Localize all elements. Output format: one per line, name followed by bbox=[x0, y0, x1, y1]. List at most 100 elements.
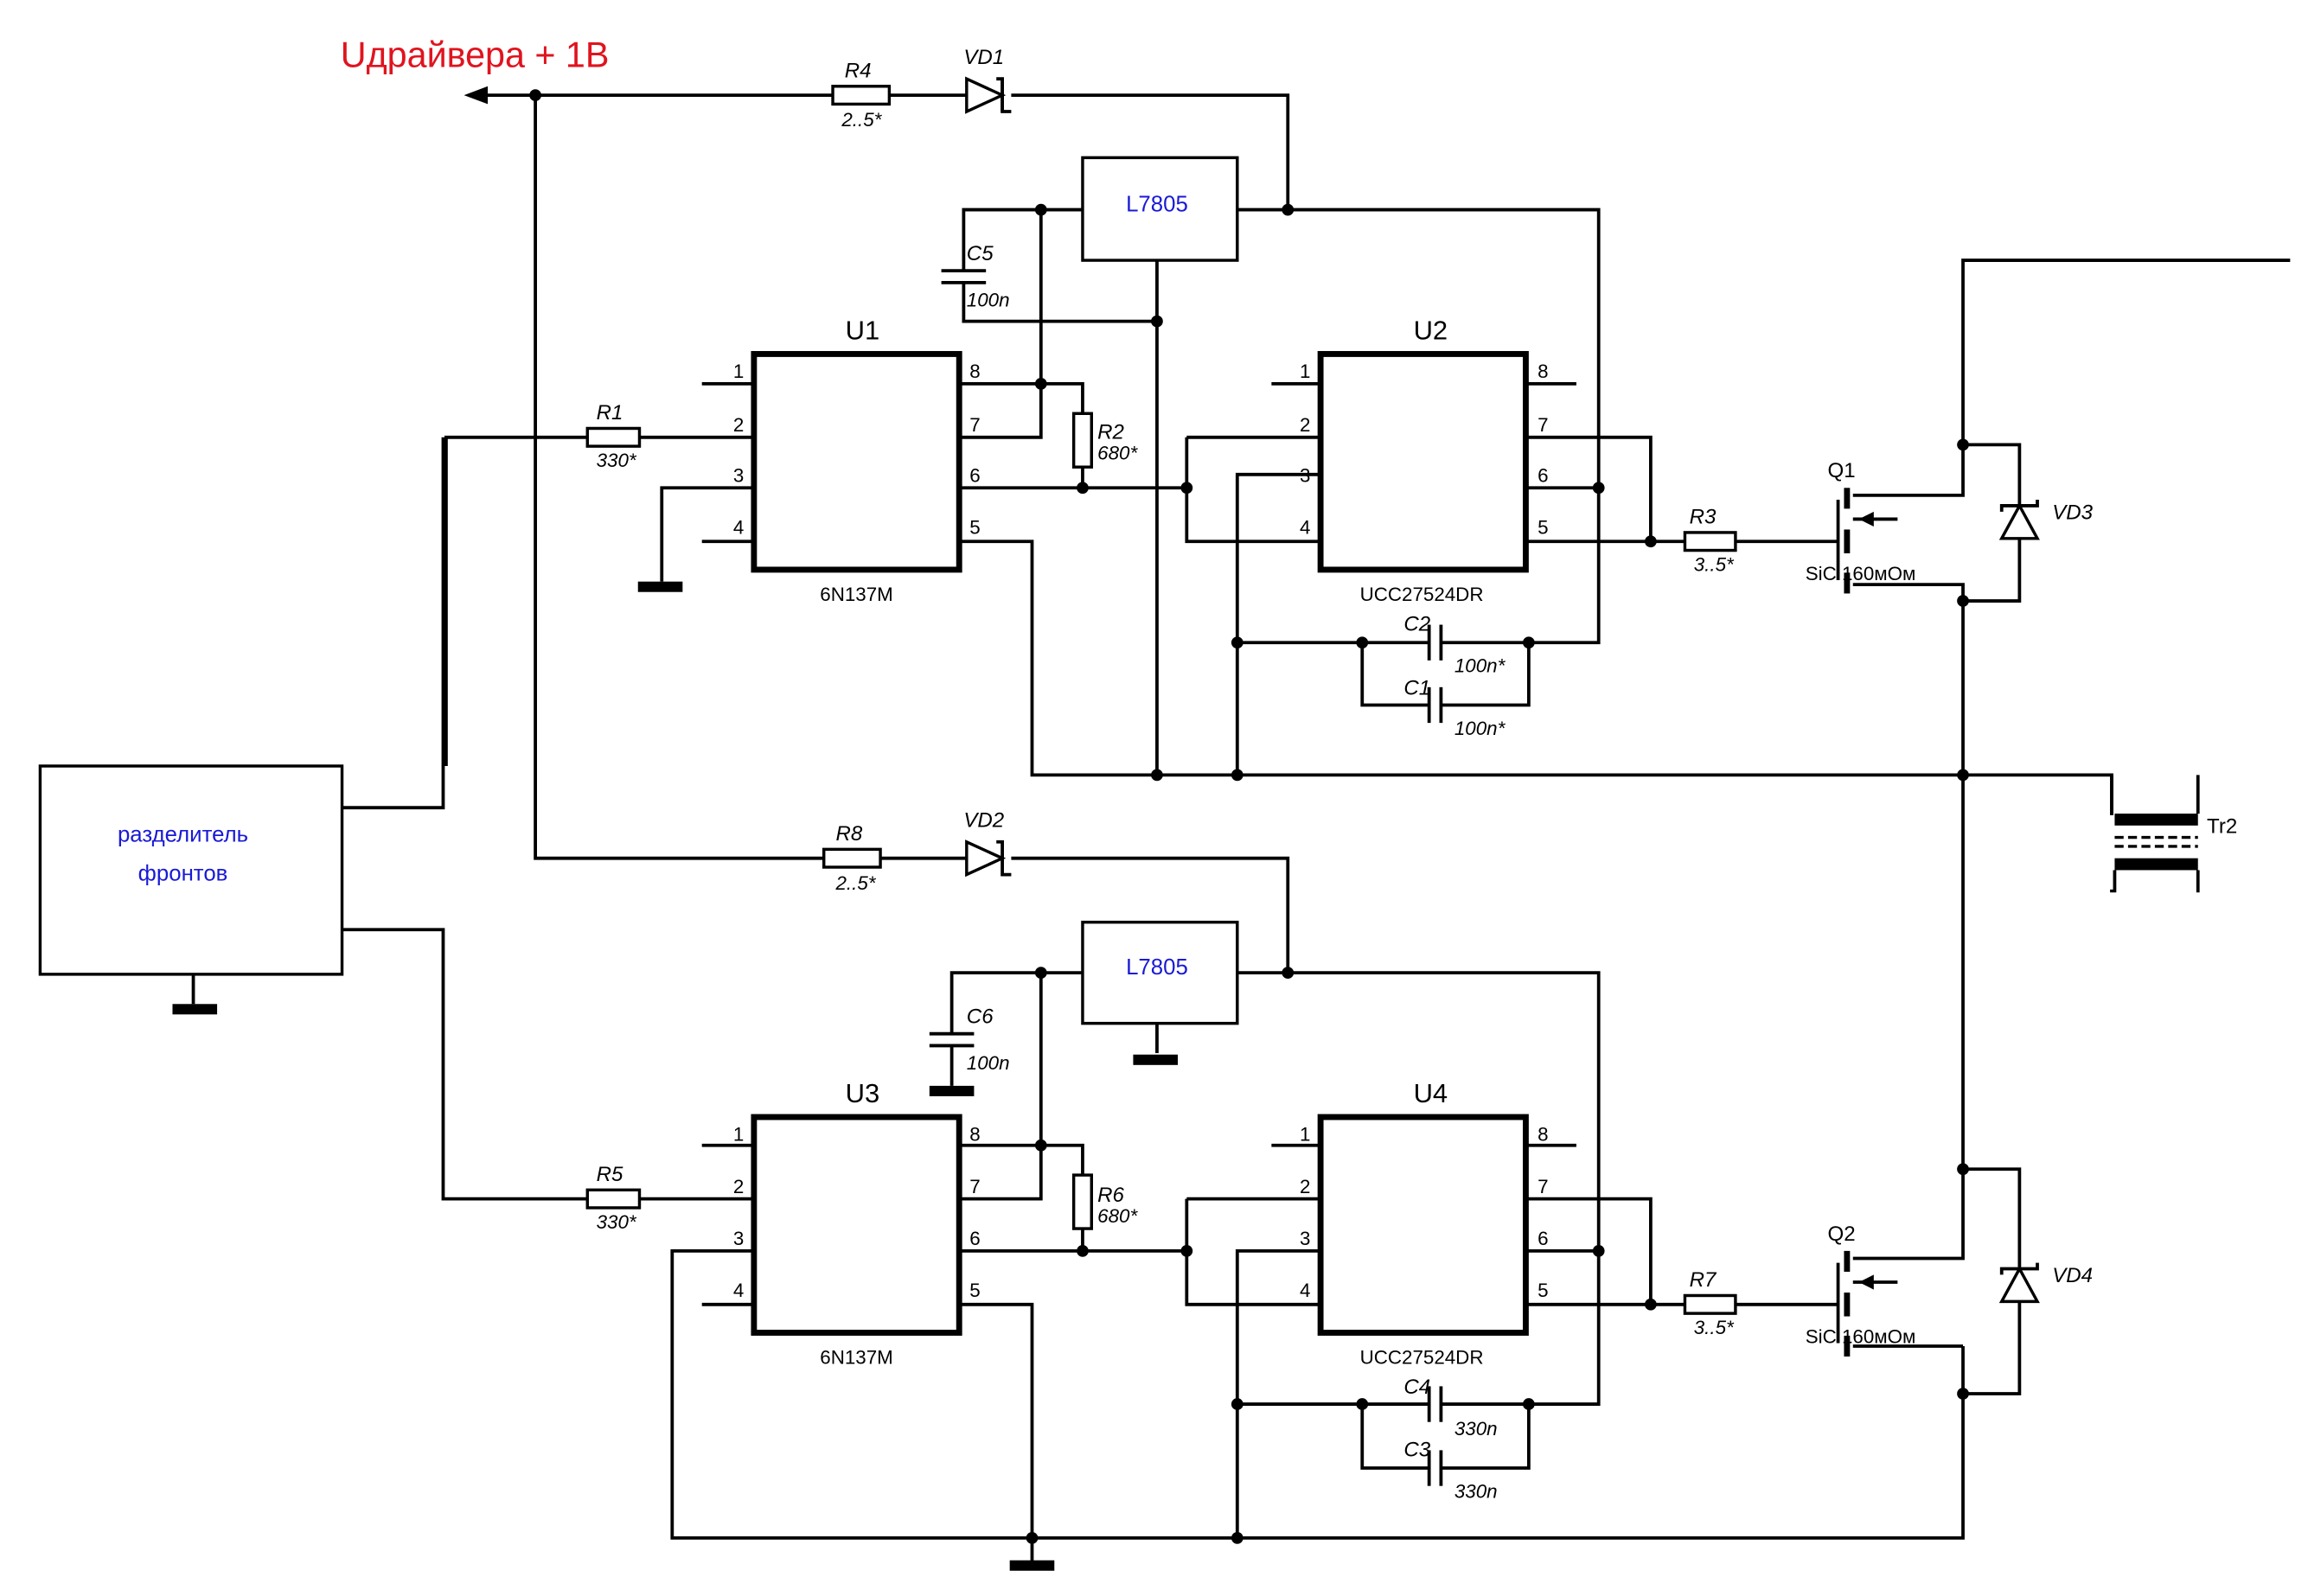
diode-vd3: VD3 bbox=[1998, 500, 2094, 540]
resistor-r2: R2 680* bbox=[1071, 412, 1138, 469]
junction-dot bbox=[1077, 1244, 1089, 1257]
junction-dot bbox=[1034, 377, 1047, 390]
junction-dot bbox=[1356, 636, 1369, 649]
junction-dot bbox=[1522, 1398, 1535, 1410]
ic-u2-ref: U2 bbox=[1414, 315, 1448, 345]
regulator-top-label: L7805 bbox=[1126, 192, 1188, 216]
ic-u3: U3 6N137M 1 2 3 4 8 7 6 5 bbox=[733, 1078, 981, 1369]
resistor-r3-value: 3..5* bbox=[1694, 554, 1735, 576]
capacitor-c2-value: 100n* bbox=[1454, 655, 1506, 677]
resistor-r5-value: 330* bbox=[597, 1211, 637, 1233]
junction-dot bbox=[1151, 315, 1163, 328]
capacitor-c1: C1 100n* bbox=[1403, 676, 1506, 738]
junction-dot bbox=[1180, 1244, 1193, 1257]
junction-dot bbox=[1592, 1244, 1605, 1257]
pin-label: 8 bbox=[1538, 1124, 1548, 1146]
mosfet-q1-ref: Q1 bbox=[1828, 459, 1856, 482]
junction-dot bbox=[1034, 203, 1047, 216]
diode-vd4: VD4 bbox=[1998, 1262, 2093, 1304]
pin-label: 7 bbox=[969, 1176, 980, 1197]
capacitor-c3-ref: C3 bbox=[1403, 1438, 1430, 1461]
mosfet-q2: Q2 SiC 160мОм bbox=[1806, 1223, 1916, 1357]
junction-dot bbox=[1231, 1398, 1244, 1410]
capacitor-c2: C2 100n* bbox=[1403, 612, 1506, 676]
transformer-tr2: Tr2 bbox=[2110, 775, 2237, 893]
transformer-tr2-ref: Tr2 bbox=[2207, 814, 2237, 838]
resistor-r2-value: 680* bbox=[1097, 443, 1138, 464]
junction-dot bbox=[1957, 1163, 1969, 1176]
diode-vd4-ref: VD4 bbox=[2052, 1264, 2093, 1287]
capacitor-c6: C6 100n bbox=[929, 1005, 1010, 1074]
resistor-r8-value: 2..5* bbox=[834, 872, 876, 894]
capacitor-c4-value: 330n bbox=[1454, 1418, 1498, 1440]
regulator-bottom-label: L7805 bbox=[1126, 955, 1188, 980]
mosfet-q1-value: SiC 160мОм bbox=[1806, 563, 1916, 584]
capacitor-c5: C5 100n bbox=[941, 242, 1010, 310]
pin-label: 1 bbox=[733, 361, 744, 382]
ic-u4-part: UCC27524DR bbox=[1360, 1347, 1484, 1369]
mosfet-q2-value: SiC 160мОм bbox=[1806, 1326, 1916, 1348]
pin-label: 4 bbox=[1300, 1280, 1310, 1301]
supply-arrow-icon bbox=[464, 86, 489, 105]
capacitor-c1-value: 100n* bbox=[1454, 718, 1506, 739]
junction-dot bbox=[1231, 1532, 1244, 1544]
junction-dot bbox=[1957, 1388, 1969, 1400]
pin-label: 5 bbox=[1538, 517, 1548, 539]
resistor-r6: R6 680* bbox=[1071, 1173, 1138, 1230]
junction-dot bbox=[1592, 482, 1605, 495]
ground-icon bbox=[1009, 1560, 1055, 1571]
ic-u1: U1 6N137M 1 2 3 4 8 7 6 5 bbox=[733, 315, 981, 605]
pin-label: 3 bbox=[1300, 1228, 1310, 1249]
resistor-r4: R4 2..5* bbox=[831, 59, 892, 131]
capacitor-c6-value: 100n bbox=[967, 1052, 1010, 1074]
ground-symbols bbox=[172, 581, 1179, 1571]
resistor-r7: R7 3..5* bbox=[1683, 1268, 1737, 1338]
junction-dot bbox=[1645, 1298, 1657, 1311]
resistor-r3: R3 3..5* bbox=[1683, 506, 1737, 576]
diode-vd3-ref: VD3 bbox=[2052, 501, 2093, 524]
capacitor-c3: C3 330n bbox=[1403, 1438, 1497, 1502]
ic-u4-ref: U4 bbox=[1414, 1078, 1448, 1108]
junction-dot bbox=[1282, 203, 1295, 216]
pin-label: 1 bbox=[1300, 1124, 1310, 1146]
pin-label: 5 bbox=[969, 517, 980, 539]
mosfet-q1: Q1 SiC 160мОм bbox=[1806, 459, 1916, 594]
pin-label: 2 bbox=[733, 1176, 744, 1197]
ground-icon bbox=[172, 1004, 218, 1015]
edge-splitter-block: разделитель фронтов bbox=[38, 764, 344, 976]
resistor-r4-value: 2..5* bbox=[841, 109, 882, 131]
junction-dot bbox=[1356, 1398, 1369, 1410]
resistor-r6-value: 680* bbox=[1097, 1205, 1138, 1227]
pin-label: 8 bbox=[969, 361, 980, 382]
diode-vd2: VD2 bbox=[963, 809, 1012, 878]
diode-vd1-ref: VD1 bbox=[963, 46, 1004, 69]
pin-label: 7 bbox=[1538, 1176, 1548, 1197]
pin-label: 3 bbox=[1300, 464, 1310, 486]
ground-icon bbox=[637, 581, 683, 592]
resistor-r2-ref: R2 bbox=[1097, 421, 1124, 444]
pin-label: 6 bbox=[969, 1228, 980, 1249]
pin-label: 7 bbox=[969, 414, 980, 436]
ground-icon bbox=[1133, 1054, 1179, 1065]
mosfet-q2-ref: Q2 bbox=[1828, 1223, 1856, 1246]
junction-dot bbox=[529, 89, 541, 101]
ic-u2-part: UCC27524DR bbox=[1360, 584, 1484, 605]
pin-label: 5 bbox=[1538, 1280, 1548, 1301]
resistor-r5-ref: R5 bbox=[597, 1163, 623, 1186]
pin-label: 2 bbox=[733, 414, 744, 436]
pin-label: 5 bbox=[969, 1280, 980, 1301]
pin-label: 2 bbox=[1300, 414, 1310, 436]
ic-u1-ref: U1 bbox=[846, 315, 880, 345]
resistor-r1-ref: R1 bbox=[597, 401, 623, 425]
resistor-r5: R5 330* bbox=[585, 1163, 642, 1233]
resistor-r4-ref: R4 bbox=[845, 59, 872, 82]
pin-label: 2 bbox=[1300, 1176, 1310, 1197]
capacitor-c4-ref: C4 bbox=[1403, 1376, 1430, 1399]
junction-dot bbox=[1151, 769, 1163, 782]
diode-vd1: VD1 bbox=[963, 46, 1012, 114]
ic-u2: U2 UCC27524DR 1 2 3 4 8 7 6 5 bbox=[1300, 315, 1549, 605]
junction-dot bbox=[1231, 769, 1244, 782]
capacitor-c5-value: 100n bbox=[967, 289, 1010, 310]
resistor-r6-ref: R6 bbox=[1097, 1184, 1124, 1207]
